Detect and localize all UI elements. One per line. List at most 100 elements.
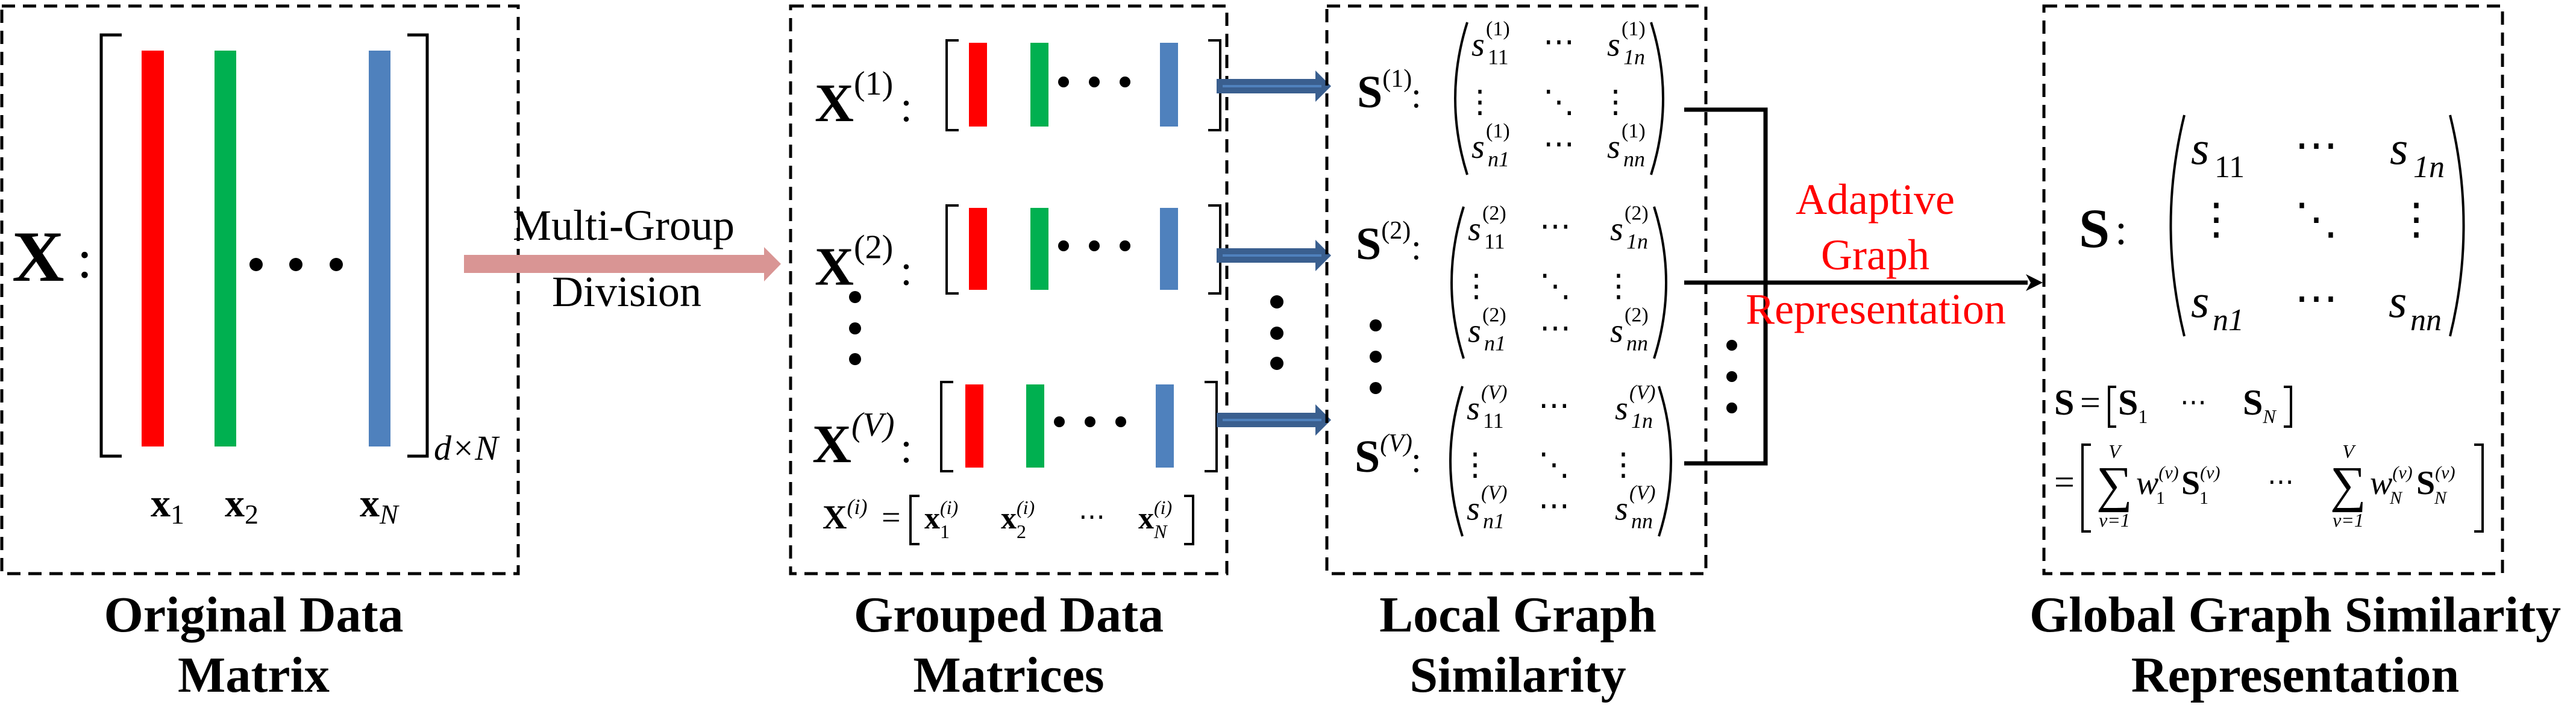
group-matrix-label: X(V) [812, 406, 895, 474]
matrix-colon: : [77, 230, 92, 289]
column-bar-green [215, 51, 236, 446]
global-entry-s11: s 11 [2191, 122, 2245, 184]
local-matrix-label: S(V) [1355, 430, 1412, 482]
formula2-dots: ⋯ [2267, 467, 2294, 497]
entry-superscript: (V) [1629, 482, 1655, 504]
group-bar-green [1030, 208, 1048, 290]
global-ddots: ⋱ [2295, 195, 2338, 243]
ellipsis-dot [1054, 416, 1065, 427]
group-bar-red [965, 384, 983, 468]
combiner-ellipsis-dot [1726, 403, 1737, 413]
entry-subscript: nn [2410, 303, 2442, 337]
formula1-last: SN [2243, 383, 2277, 427]
formula-col-x1: x(i) [924, 497, 958, 536]
hdots: ⋯ [1538, 489, 1570, 524]
weight-sub: N [2389, 488, 2403, 508]
entry-symbol: s [1615, 390, 1628, 427]
entry-symbol: s [1468, 312, 1481, 349]
global-matrix-colon: : [2115, 205, 2127, 254]
formula-col-xn: x(i) [1138, 497, 1172, 536]
formula2-left-bracket [2081, 443, 2091, 533]
grouped-formula: X(i) = x(i) 1 x(i) 2 ⋯ x(i) N [823, 495, 1194, 545]
entry-superscript: (1) [1486, 120, 1510, 142]
matrix-symbol-x: X [12, 216, 64, 296]
formula-col-xn-sub: N [1153, 521, 1168, 542]
group-to-local-arrow [1217, 240, 1331, 271]
global-formula-line1: S = S1 ⋯ SN [2054, 383, 2292, 428]
arrow-ellipsis-dot [1270, 357, 1283, 370]
vdots: ⋮ [1600, 86, 1631, 120]
vdots: ⋮ [1603, 269, 1634, 304]
panel-global-similarity: S : s 11 ⋯ s 1n ⋮ ⋱ ⋮ s n1 ⋯ s nn S = [2029, 4, 2561, 703]
panel-global-title-line1: Global Graph Similarity [2029, 587, 2561, 643]
formula-col-x1-sub: 1 [940, 521, 950, 542]
local-matrix-label: S(1) [1357, 65, 1412, 117]
entry-subscript: 11 [2214, 150, 2245, 184]
group-matrix-colon: : [900, 246, 912, 294]
matrix-sub: N [2434, 488, 2448, 508]
entry-symbol: s [1607, 128, 1620, 166]
entry-subscript: 11 [1488, 45, 1509, 69]
multi-group-division-arrow: Multi-Group Division [464, 201, 781, 316]
entry-symbol: s [1610, 312, 1623, 349]
combiner-bracket [1684, 107, 1768, 466]
ellipsis-dot [1120, 240, 1130, 251]
global-right-paren [2449, 114, 2465, 337]
panel-global-title-line2: Representation [2131, 647, 2459, 703]
formula-equals: = [882, 499, 901, 536]
group-bar-red [969, 43, 987, 127]
vertical-ellipsis-dot [849, 353, 861, 365]
formula1-equals: = [2080, 383, 2101, 422]
vdots: ⋮ [1464, 86, 1496, 120]
entry-subscript: nn [1631, 509, 1653, 533]
entry-symbol: s [1468, 210, 1481, 248]
ellipsis-dot [1089, 240, 1100, 251]
global-entry-s1n: s 1n [2390, 122, 2445, 184]
ddots: ⋱ [1540, 269, 1571, 304]
entry-subscript: n1 [1484, 331, 1506, 355]
right-paren [1650, 22, 1664, 175]
entry-superscript: (2) [1482, 202, 1506, 224]
vdots: ⋮ [1459, 448, 1491, 482]
group-right-bracket [1205, 381, 1218, 472]
formula1-right-bracket [2284, 386, 2292, 428]
ellipsis-dot [1120, 77, 1130, 87]
right-paren [1653, 206, 1667, 359]
hdots: ⋯ [1538, 389, 1570, 423]
panel-original-title-line2: Matrix [178, 647, 330, 703]
formula-right-bracket [1184, 495, 1194, 545]
group-bar-red [969, 208, 987, 290]
column-label-x1: x1 [151, 481, 184, 530]
panel-grouped-title-line2: Matrices [913, 647, 1104, 703]
local-matrix-colon: : [1411, 75, 1421, 115]
panel-original-title-line1: Original Data [104, 587, 404, 643]
global-matrix-symbol: S [2079, 198, 2110, 259]
sum-icon: ∑ [2096, 457, 2133, 513]
ellipsis-dot [1058, 240, 1069, 251]
formula-col-x2: x(i) [1001, 497, 1035, 536]
entry-subscript: nn [1626, 331, 1648, 355]
vertical-ellipsis-dot [849, 291, 861, 303]
group-to-local-arrow [1217, 404, 1331, 436]
entry-subscript: 11 [1484, 229, 1505, 253]
group-to-local-arrows [1217, 70, 1331, 436]
left-bracket [99, 33, 122, 458]
group-matrix-colon: : [900, 83, 912, 131]
entry-subscript: 1n [1626, 229, 1648, 253]
entry-superscript: (2) [1625, 304, 1649, 326]
entry-symbol: s [1467, 490, 1480, 528]
sum-icon: ∑ [2330, 457, 2366, 513]
group-bar-blue [1156, 384, 1174, 468]
entry-subscript: 11 [1483, 409, 1504, 433]
adaptive-label-line3: Representation [1746, 285, 2006, 333]
entry-symbol: s [2191, 275, 2209, 327]
entry-superscript: (1) [1622, 120, 1646, 142]
